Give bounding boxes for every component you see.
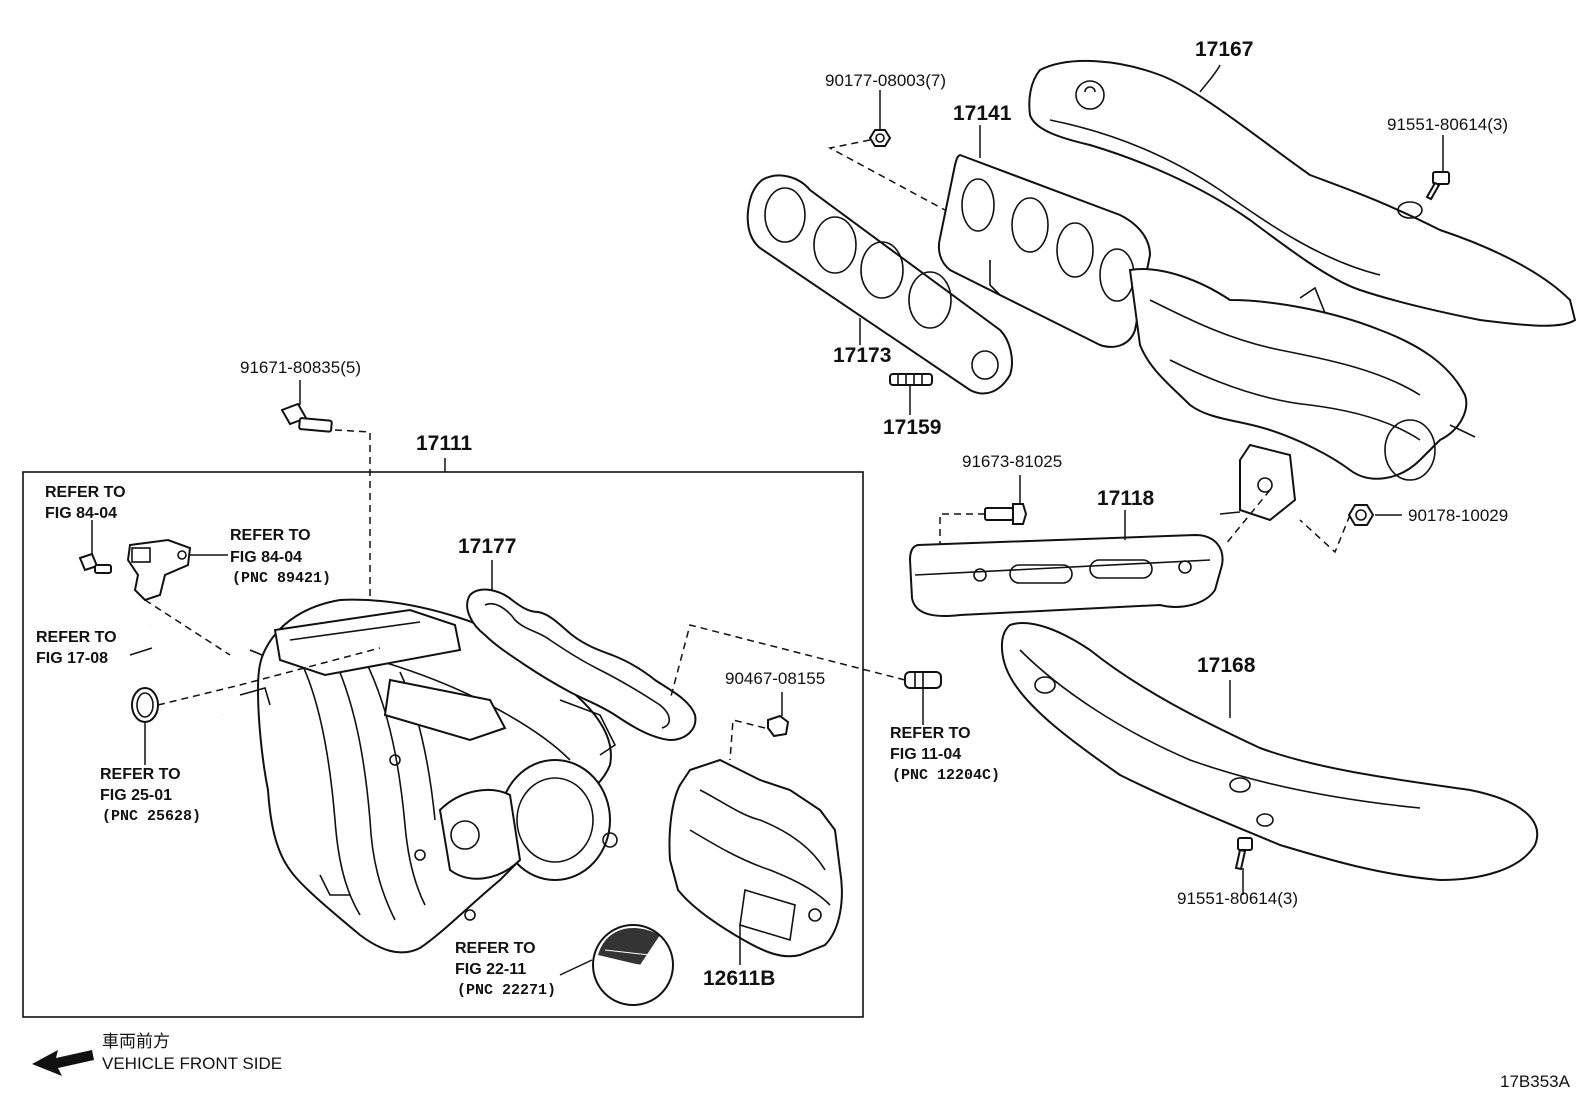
- intake-group-frame: [22, 471, 864, 1018]
- exhaust-gasket[interactable]: [746, 174, 1013, 395]
- ref-84-04a-line2: FIG 84-04: [45, 505, 117, 522]
- ref-84-04b-pnc: (PNC 89421): [232, 570, 331, 587]
- ref-84-04a-line1: REFER TO: [45, 484, 126, 501]
- label-17167: 17167: [1195, 38, 1253, 61]
- intake-manifold[interactable]: [239, 598, 618, 954]
- ref-22-11-pnc: (PNC 22271): [457, 982, 556, 999]
- direction-jp: 車両前方: [102, 1032, 170, 1051]
- pcv-hose[interactable]: [148, 623, 223, 719]
- leader-bolt-91671: [334, 429, 371, 610]
- filter-screen[interactable]: [592, 924, 674, 1006]
- label-17159: 17159: [883, 416, 941, 439]
- ref-84-04b-line2: FIG 84-04: [230, 549, 302, 566]
- ref-11-04-line2: FIG 11-04: [890, 746, 961, 763]
- ref-22-11-line2: FIG 22-11: [455, 961, 526, 978]
- label-91551-bottom: 91551-80614(3): [1177, 889, 1298, 908]
- ref-25-01-line2: FIG 25-01: [100, 787, 172, 804]
- bolt-91551-top[interactable]: [1425, 171, 1450, 201]
- leader-ref-22-11: [559, 959, 593, 976]
- bolt-91673[interactable]: [984, 503, 1028, 525]
- ref-11-04-pnc: (PNC 12204C): [892, 767, 1000, 784]
- nut-90178[interactable]: [1347, 504, 1375, 526]
- clip-90467[interactable]: [767, 714, 790, 738]
- vehicle-front-arrow-icon: [32, 1050, 94, 1076]
- leader-bolt-91673: [939, 513, 985, 545]
- label-90178: 90178-10029: [1408, 506, 1508, 525]
- label-17141: 17141: [953, 102, 1012, 125]
- leader-ref-17-08: [129, 647, 153, 656]
- ref-25-01-line1: REFER TO: [100, 766, 181, 783]
- nut-90177[interactable]: [868, 129, 892, 147]
- stud-17159[interactable]: [889, 373, 933, 386]
- label-17168: 17168: [1197, 654, 1256, 677]
- label-91551-top: 91551-80614(3): [1387, 115, 1508, 134]
- ref-22-11-line1: REFER TO: [455, 940, 536, 957]
- leader-clip-to-cover: [729, 719, 766, 761]
- exhaust-manifold[interactable]: [937, 153, 1476, 522]
- direction-en: VEHICLE FRONT SIDE: [102, 1054, 282, 1073]
- leader-vacuum-fitting: [669, 624, 906, 701]
- leader-o-ring: [157, 647, 381, 706]
- label-17177: 17177: [458, 535, 516, 558]
- label-17173: 17173: [833, 344, 891, 367]
- bolt-ref-84-04[interactable]: [78, 552, 112, 574]
- heat-insulator-lower[interactable]: [1000, 621, 1539, 882]
- ref-25-01-pnc: (PNC 25628): [102, 808, 201, 825]
- label-90177: 90177-08003(7): [825, 71, 946, 90]
- ref-17-08-line2: FIG 17-08: [36, 650, 108, 667]
- label-17111: 17111: [416, 432, 472, 455]
- heat-insulator-upper[interactable]: [1028, 59, 1577, 327]
- ref-17-08-line1: REFER TO: [36, 629, 117, 646]
- label-90467: 90467-08155: [725, 669, 825, 688]
- leader-17167: [1199, 64, 1221, 93]
- vacuum-fitting[interactable]: [904, 671, 942, 689]
- label-91671: 91671-80835(5): [240, 358, 361, 377]
- map-sensor[interactable]: [126, 538, 192, 602]
- ref-11-04-line1: REFER TO: [890, 725, 971, 742]
- label-17118: 17118: [1097, 487, 1155, 510]
- diagram-code: 17B353A: [1500, 1072, 1571, 1091]
- bolt-91671[interactable]: [280, 402, 333, 433]
- o-ring[interactable]: [131, 687, 159, 723]
- leader-nut-90178: [1299, 514, 1351, 554]
- label-91673: 91673-81025: [962, 452, 1062, 471]
- bolt-91551-bottom[interactable]: [1234, 837, 1253, 871]
- leader-nut-90177: [827, 139, 946, 211]
- intake-cover[interactable]: [668, 758, 843, 958]
- leader-sensor: [144, 599, 231, 656]
- ref-84-04b-line1: REFER TO: [230, 527, 311, 544]
- intake-gasket[interactable]: [466, 588, 697, 742]
- label-12611B: 12611B: [703, 967, 775, 990]
- manifold-stay[interactable]: [908, 533, 1224, 617]
